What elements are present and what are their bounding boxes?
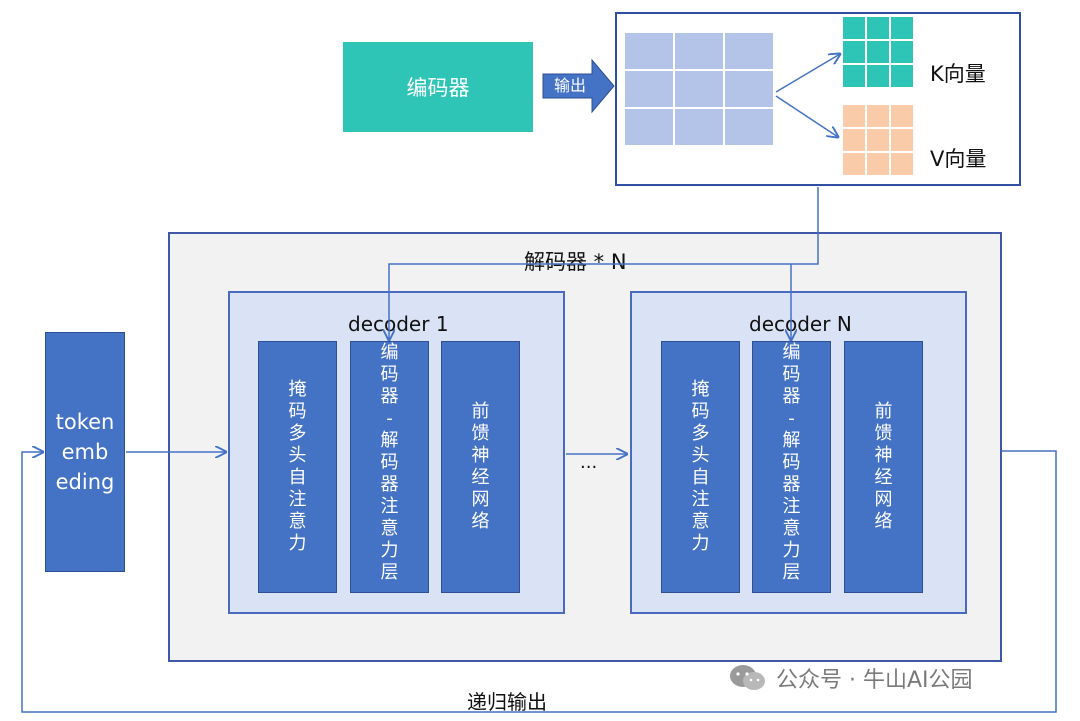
- vertical-char: 解: [380, 430, 399, 451]
- v-vector-matrix: [843, 105, 913, 175]
- watermark-text: 公众号 · 牛山AI公园: [776, 668, 973, 693]
- arrow-to-k: [775, 54, 840, 93]
- decoder-1-cross-attention: 编码器-解码器注意力层: [350, 341, 429, 593]
- vertical-char: 意: [691, 511, 710, 532]
- vertical-char: 神: [471, 445, 490, 466]
- vertical-char: 意: [782, 518, 801, 539]
- vertical-char: 注: [782, 496, 801, 517]
- vertical-char: 码: [782, 452, 801, 473]
- decoder-n-cross-attention: 编码器-解码器注意力层: [752, 341, 831, 593]
- decoder-1-block-1-text: 掩码多头自注意力: [289, 379, 307, 555]
- kv-line-main: [389, 187, 819, 340]
- vertical-char: 掩: [691, 379, 710, 400]
- vertical-char: 头: [288, 445, 307, 466]
- v-vector-label: V向量: [930, 147, 987, 171]
- vertical-char: 掩: [288, 379, 307, 400]
- vertical-char: 码: [782, 364, 801, 385]
- vertical-char: 力: [691, 533, 710, 554]
- vertical-char: 器: [380, 474, 399, 495]
- decoder-n-block-3-text: 前馈神经网络: [875, 401, 893, 533]
- decoder-1-title: decoder 1: [348, 312, 449, 336]
- watermark: 公众号 · 牛山AI公园: [728, 662, 973, 694]
- vertical-char: 器: [782, 474, 801, 495]
- decoder-1-block-2-text: 编码器-解码器注意力层: [381, 342, 399, 584]
- vertical-char: -: [386, 408, 393, 429]
- encoder-box: 编码器: [343, 42, 533, 132]
- vertical-char: 层: [380, 562, 399, 583]
- vertical-char: 馈: [471, 423, 490, 444]
- encoder-output-matrix: [625, 33, 773, 145]
- vertical-char: 层: [782, 562, 801, 583]
- token-embedding-box: token emb eding: [45, 332, 125, 572]
- recursive-loop: [21, 451, 1057, 713]
- vertical-char: 码: [691, 401, 710, 422]
- vertical-char: 多: [288, 423, 307, 444]
- vertical-char: 注: [691, 489, 710, 510]
- vertical-char: 网: [471, 489, 490, 510]
- vertical-char: 解: [782, 430, 801, 451]
- vertical-char: 前: [471, 401, 490, 422]
- recursive-output-label: 递归输出: [467, 690, 547, 714]
- decoder-n-block-1-text: 掩码多头自注意力: [692, 379, 710, 555]
- vertical-char: 经: [874, 467, 893, 488]
- vertical-char: 码: [380, 452, 399, 473]
- decoder-n-feed-forward: 前馈神经网络: [844, 341, 923, 593]
- vertical-char: 力: [380, 540, 399, 561]
- arrow-to-v: [775, 95, 838, 137]
- encoder-label: 编码器: [406, 76, 470, 100]
- vertical-char: 注: [380, 496, 399, 517]
- vertical-char: 力: [782, 540, 801, 561]
- vertical-char: 经: [471, 467, 490, 488]
- vertical-char: 编: [782, 342, 801, 363]
- ellipsis: ...: [580, 452, 598, 473]
- decoder-n-masked-self-attention: 掩码多头自注意力: [661, 341, 740, 593]
- vertical-char: 自: [288, 467, 307, 488]
- decoder-stack-title: 解码器 * N: [524, 250, 627, 274]
- vertical-char: 注: [288, 489, 307, 510]
- vertical-char: 力: [288, 533, 307, 554]
- vertical-char: -: [788, 408, 795, 429]
- vertical-char: 络: [471, 511, 490, 532]
- vertical-char: 码: [288, 401, 307, 422]
- wechat-icon: [730, 665, 765, 690]
- vertical-char: 自: [691, 467, 710, 488]
- vertical-char: 前: [874, 401, 893, 422]
- decoder-1-block-3-text: 前馈神经网络: [472, 401, 490, 533]
- k-vector-label: K向量: [930, 62, 986, 86]
- output-arrow-label: 输出: [553, 76, 586, 95]
- decoder-1-feed-forward: 前馈神经网络: [441, 341, 520, 593]
- vertical-char: 络: [874, 511, 893, 532]
- vertical-char: 器: [380, 386, 399, 407]
- vertical-char: 码: [380, 364, 399, 385]
- vertical-char: 头: [691, 445, 710, 466]
- vertical-char: 编: [380, 342, 399, 363]
- vertical-char: 神: [874, 445, 893, 466]
- vertical-char: 意: [380, 518, 399, 539]
- decoder-n-title: decoder N: [749, 312, 852, 336]
- vertical-char: 馈: [874, 423, 893, 444]
- k-vector-matrix: [843, 17, 913, 87]
- token-embedding-label: token emb eding: [55, 410, 115, 494]
- vertical-char: 器: [782, 386, 801, 407]
- vertical-char: 意: [288, 511, 307, 532]
- decoder-1-masked-self-attention: 掩码多头自注意力: [258, 341, 337, 593]
- vertical-char: 多: [691, 423, 710, 444]
- vertical-char: 网: [874, 489, 893, 510]
- decoder-n-block-2-text: 编码器-解码器注意力层: [783, 342, 801, 584]
